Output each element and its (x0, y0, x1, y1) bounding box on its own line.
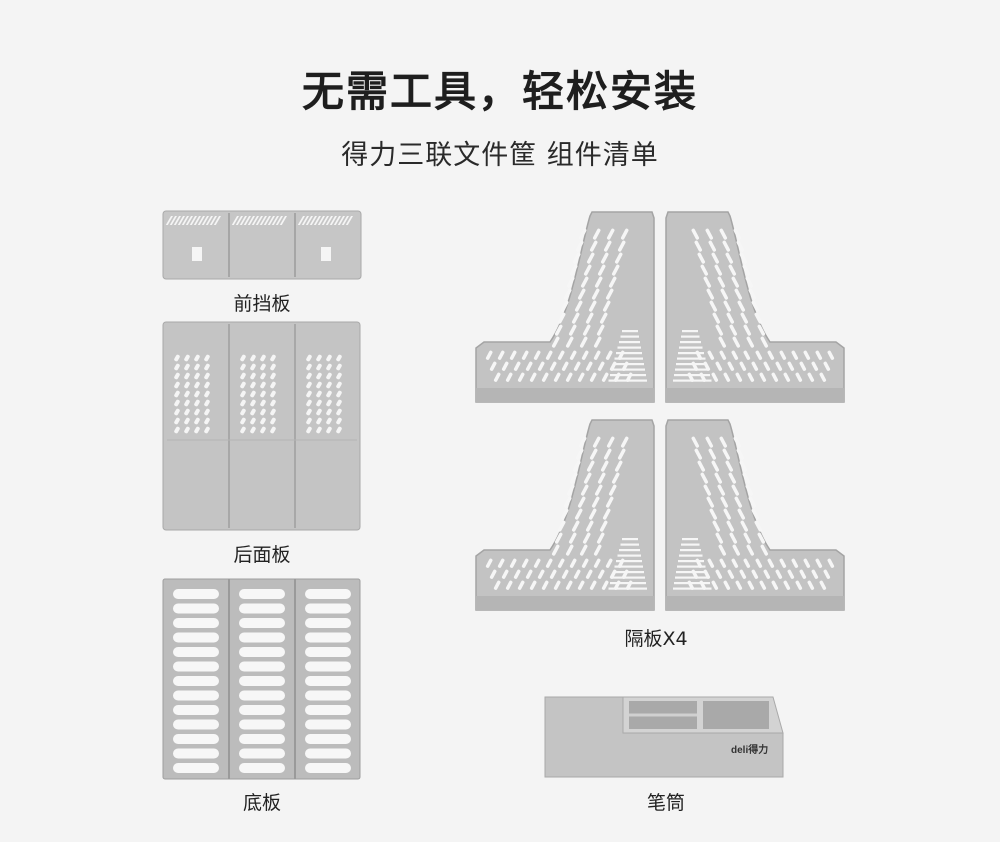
divider-image-top-left (475, 211, 655, 403)
pen-holder-logo: deli得力 (731, 743, 768, 756)
page-subtitle: 得力三联文件筐 组件清单 (341, 140, 659, 171)
pen-holder-label: 笔筒 (646, 792, 685, 814)
back-panel-label: 后面板 (233, 544, 291, 566)
divider-image-bottom-left (475, 419, 655, 611)
pen-holder-image: deli得力 (544, 696, 784, 778)
dividers-label: 隔板X4 (624, 628, 688, 650)
base-panel-label: 底板 (242, 792, 281, 814)
page-title: 无需工具，轻松安装 (301, 67, 698, 116)
divider-image-top-right (665, 211, 845, 403)
base-panel-image (162, 578, 361, 780)
front-panel-label: 前挡板 (233, 293, 291, 315)
front-panel-image (162, 210, 362, 280)
back-panel-image (162, 321, 361, 531)
divider-image-bottom-right (665, 419, 845, 611)
